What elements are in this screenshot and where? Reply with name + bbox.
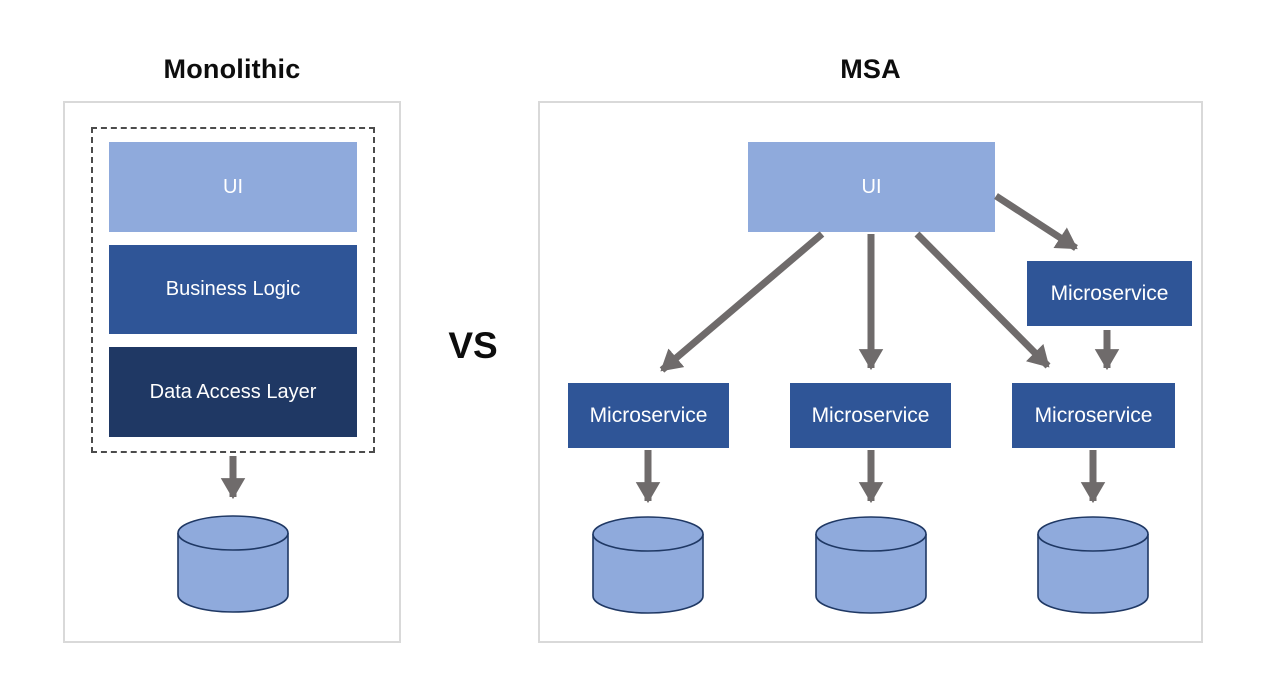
msa-ui-box: UI — [748, 142, 995, 232]
monolith-layer-business-logic: Business Logic — [109, 245, 357, 334]
monolith-layer-ui-label: UI — [223, 175, 243, 198]
microservice-box-upper: Microservice — [1027, 261, 1192, 326]
monolithic-title: Monolithic — [163, 54, 301, 84]
microservice-label: Microservice — [1050, 281, 1169, 305]
monolith-boundary — [91, 127, 375, 453]
vs-divider: VS — [448, 325, 498, 366]
microservice-label: Microservice — [589, 403, 708, 427]
microservice-box-1: Microservice — [568, 383, 729, 448]
microservice-label: Microservice — [811, 403, 930, 427]
monolith-layer-business-logic-label: Business Logic — [165, 278, 301, 300]
monolith-layer-ui: UI — [109, 142, 357, 232]
microservice-box-3: Microservice — [1012, 383, 1175, 448]
microservice-label: Microservice — [1034, 403, 1153, 427]
microservice-box-2: Microservice — [790, 383, 951, 448]
monolith-layer-data-access: Data Access Layer — [109, 347, 357, 437]
msa-title: MSA — [840, 54, 901, 84]
monolith-layer-data-access-label: Data Access Layer — [149, 380, 317, 403]
msa-ui-label: UI — [861, 175, 882, 198]
